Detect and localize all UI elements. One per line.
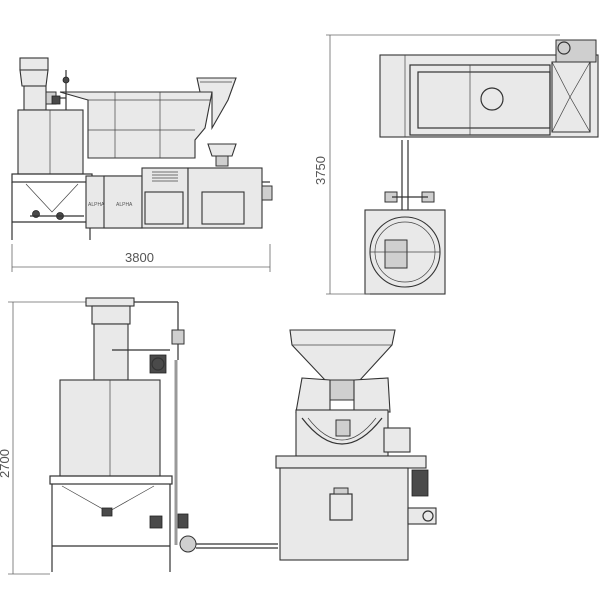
width-dimension: 3800 [11, 244, 271, 272]
depth-dimension: 3750 [313, 34, 560, 295]
side-feed-column [85, 297, 185, 381]
plan-trough [379, 39, 599, 138]
dimension-depth-label: 3750 [313, 156, 328, 185]
dimension-height-label: 2700 [0, 449, 12, 478]
feed-tank [11, 109, 93, 240]
side-elevation-view: 2700 [0, 297, 437, 575]
side-mill [275, 329, 437, 561]
side-piping [149, 360, 278, 553]
height-dimension: 2700 [0, 301, 92, 575]
top-plan-view: 3750 [313, 34, 599, 295]
top-feeder [19, 57, 70, 111]
cabinet-logo-right: ALPHA [116, 202, 133, 208]
cabinet-logo-left: ALPHA [88, 202, 105, 208]
front-elevation-view: ALPHA ALPHA 3800 [11, 57, 273, 272]
plan-tank [364, 209, 446, 295]
vent-grille [152, 171, 178, 182]
side-tank [49, 354, 173, 572]
dimension-width-label: 3800 [125, 250, 154, 265]
plan-pipes [384, 140, 435, 210]
control-cabinets: ALPHA ALPHA [85, 167, 189, 229]
mill-unit [187, 143, 273, 229]
conveyor-trough [59, 77, 237, 159]
